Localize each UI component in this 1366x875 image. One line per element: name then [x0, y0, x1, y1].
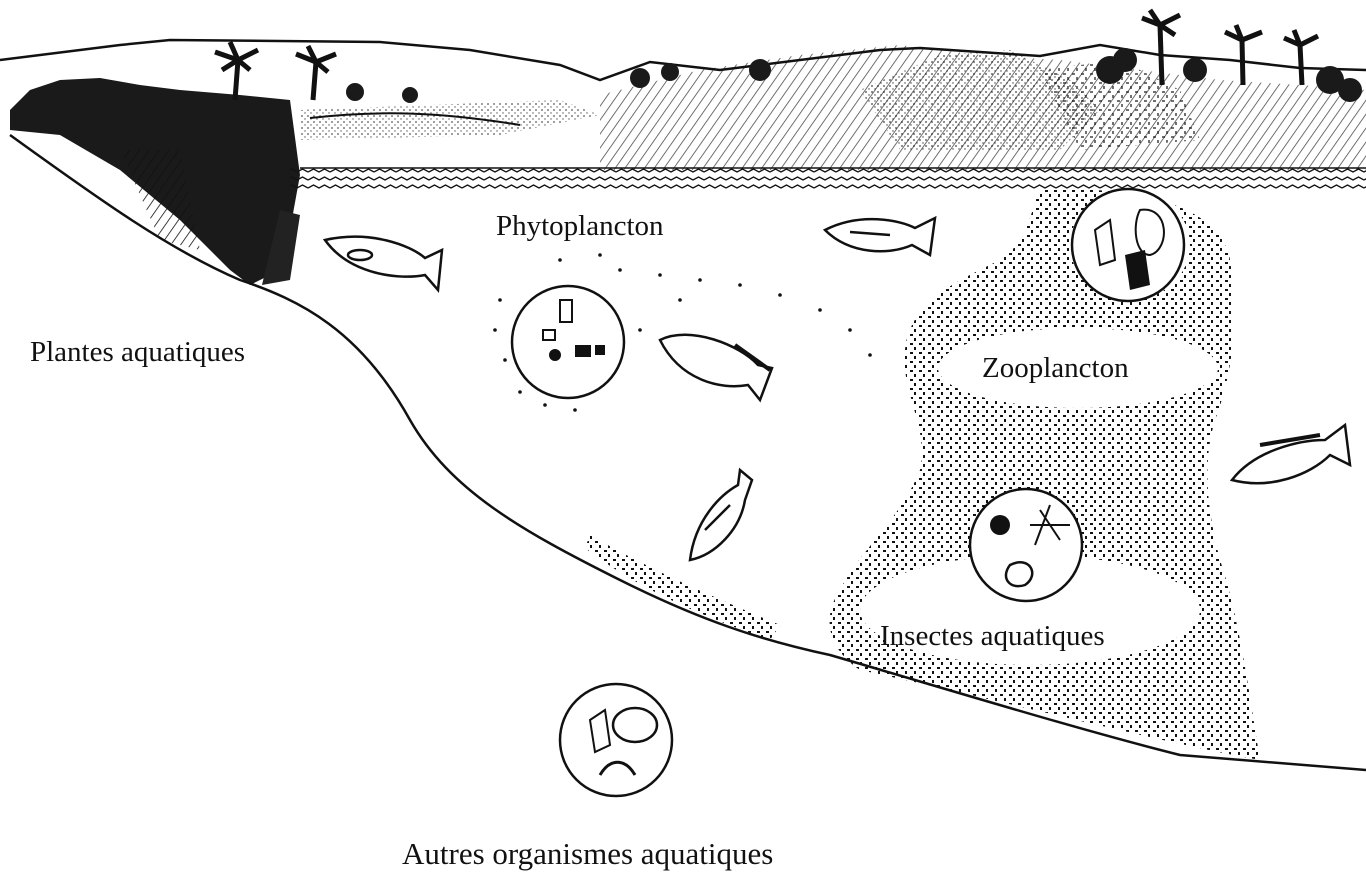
plankton-circle-icon	[1072, 189, 1184, 301]
bottom-sediment	[585, 535, 780, 640]
fish-icon	[690, 470, 752, 560]
label-aquatic-plants: Plantes aquatiques	[30, 338, 245, 367]
zooplankton-zone	[830, 189, 1260, 760]
label-aquatic-insects: Insectes aquatiques	[880, 622, 1105, 651]
palm-tree-icon	[215, 42, 258, 100]
fish-icon	[325, 237, 442, 290]
label-zooplankton: Zooplancton	[982, 354, 1129, 383]
label-phytoplankton: Phytoplancton	[496, 212, 664, 241]
palm-tree-icon	[1284, 30, 1318, 85]
plankton-circle-icon	[970, 489, 1082, 601]
label-other-organisms: Autres organismes aquatiques	[402, 838, 773, 869]
plankton-circle-icon	[560, 684, 672, 796]
fish-icon	[825, 218, 935, 255]
fish-icon	[660, 335, 772, 400]
fish-icon	[1232, 425, 1350, 483]
plankton-circle-icon	[512, 286, 624, 398]
palm-tree-icon	[1225, 25, 1262, 85]
palm-tree-icon	[296, 46, 336, 100]
